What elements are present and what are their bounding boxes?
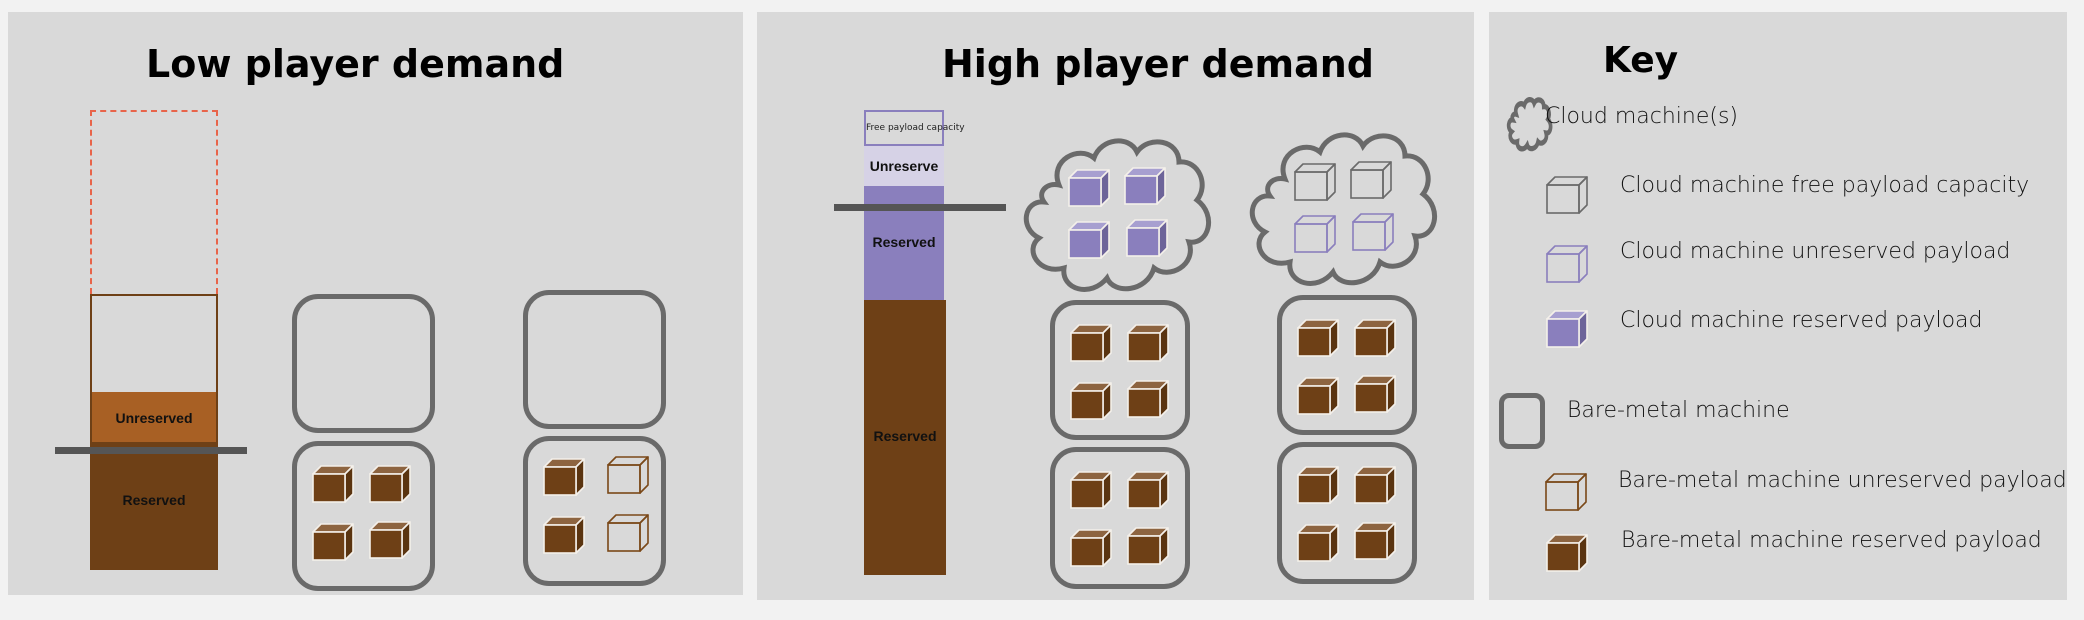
bare-metal-machine xyxy=(523,290,666,429)
bare-metal-unreserved-payload-cube xyxy=(607,456,649,494)
high-unreserved-segment: Unreserve xyxy=(864,146,944,186)
cloud-reserved-payload-cube xyxy=(1068,221,1110,259)
bare-metal-reserved-payload-cube xyxy=(1127,380,1169,418)
low-reserved-segment: Reserved xyxy=(92,442,216,568)
low-demand-title: Low player demand xyxy=(146,42,565,86)
bare-metal-reserved-payload-cube xyxy=(312,465,354,503)
bare-metal-machine xyxy=(292,441,435,591)
cloud-reserved-payload-cube xyxy=(1068,169,1110,207)
bare-metal-reserved-payload-cube xyxy=(1297,466,1339,504)
high-bm-reserved-label: Reserved xyxy=(873,428,937,444)
free-payload-label: Free payload capacity xyxy=(866,123,965,133)
cube-filled-brown-icon xyxy=(1546,534,1588,572)
cloud-machine xyxy=(1249,132,1437,286)
bare-metal-reserved-payload-cube xyxy=(369,465,411,503)
cube-outline-purple-icon xyxy=(1546,245,1588,283)
bare-metal-machine xyxy=(523,436,666,586)
cube-filled-purple-icon xyxy=(1546,310,1588,348)
high-bm-reserved-segment: Reserved xyxy=(864,300,946,575)
high-unreserved-label: Unreserve xyxy=(869,158,939,174)
free-payload-capacity-box: Free payload capacity xyxy=(864,110,965,146)
bare-metal-reserved-payload-cube xyxy=(369,521,411,559)
bare-metal-reserved-payload-cube xyxy=(1354,319,1396,357)
cube-outline-brown-icon xyxy=(1545,473,1587,511)
bare-metal-reserved-payload-cube xyxy=(1354,375,1396,413)
cloud-free-payload-cube xyxy=(1350,161,1392,199)
bare-metal-reserved-payload-cube xyxy=(1070,529,1112,567)
low-capacity-bar: Unreserved Reserved xyxy=(90,294,218,570)
high-cloud-reserved-label: Reserved xyxy=(872,234,936,250)
key-item-label: Cloud machine free payload capacity xyxy=(1620,173,2030,198)
cloud-free-payload-cube xyxy=(1294,163,1336,201)
low-threshold-line xyxy=(55,447,247,454)
high-demand-panel: High player demand Free payload capacity… xyxy=(757,12,1474,600)
key-item-label: Cloud machine reserved payload xyxy=(1620,308,1983,333)
bare-metal-reserved-payload-cube xyxy=(543,458,585,496)
bare-metal-reserved-payload-cube xyxy=(1070,324,1112,362)
cloud-outline xyxy=(1023,138,1211,292)
cloud-icon xyxy=(1506,97,1553,152)
bare-metal-reserved-payload-cube xyxy=(543,516,585,554)
bare-metal-reserved-payload-cube xyxy=(1297,319,1339,357)
high-threshold-line xyxy=(834,204,1006,211)
bare-metal-reserved-payload-cube xyxy=(1297,377,1339,415)
bare-metal-machine xyxy=(1277,442,1417,584)
low-unreserved-label: Unreserved xyxy=(115,410,193,426)
bare-metal-machine xyxy=(1050,447,1190,589)
low-reserved-label: Reserved xyxy=(122,492,186,508)
high-demand-title: High player demand xyxy=(942,42,1374,86)
low-unreserved-segment: Unreserved xyxy=(92,392,216,442)
bare-metal-reserved-payload-cube xyxy=(1127,471,1169,509)
cloud-reserved-payload-cube xyxy=(1126,219,1168,257)
key-panel: Key Cloud machine(s) Cloud machine free p… xyxy=(1489,12,2067,600)
key-item-label: Bare-metal machine xyxy=(1567,398,1790,423)
bare-metal-reserved-payload-cube xyxy=(1297,524,1339,562)
cloud-machine xyxy=(1023,138,1211,292)
bare-metal-machine xyxy=(1050,300,1190,440)
key-item-label: Cloud machine unreserved payload xyxy=(1620,239,2011,264)
bare-metal-reserved-payload-cube xyxy=(1354,522,1396,560)
cloud-unreserved-payload-cube xyxy=(1352,213,1394,251)
key-item-label: Cloud machine(s) xyxy=(1545,104,1739,129)
rounded-square-icon xyxy=(1499,393,1545,449)
bare-metal-machine xyxy=(292,294,435,433)
key-item-label: Bare-metal machine reserved payload xyxy=(1621,528,2042,553)
cloud-reserved-payload-cube xyxy=(1124,167,1166,205)
bare-metal-reserved-payload-cube xyxy=(1070,471,1112,509)
bare-metal-unreserved-payload-cube xyxy=(607,514,649,552)
low-capacity-outline xyxy=(90,110,218,294)
bare-metal-reserved-payload-cube xyxy=(312,523,354,561)
key-title: Key xyxy=(1603,40,1679,81)
cloud-outline xyxy=(1249,132,1437,286)
bare-metal-machine xyxy=(1277,295,1417,435)
cloud-unreserved-payload-cube xyxy=(1294,215,1336,253)
cube-outline-gray-icon xyxy=(1546,176,1588,214)
bare-metal-reserved-payload-cube xyxy=(1127,324,1169,362)
key-item-label: Bare-metal machine unreserved payload xyxy=(1618,468,2067,493)
bare-metal-reserved-payload-cube xyxy=(1070,382,1112,420)
low-demand-panel: Low player demand Unreserved Reserved xyxy=(8,12,743,595)
bare-metal-reserved-payload-cube xyxy=(1127,527,1169,565)
bare-metal-reserved-payload-cube xyxy=(1354,466,1396,504)
